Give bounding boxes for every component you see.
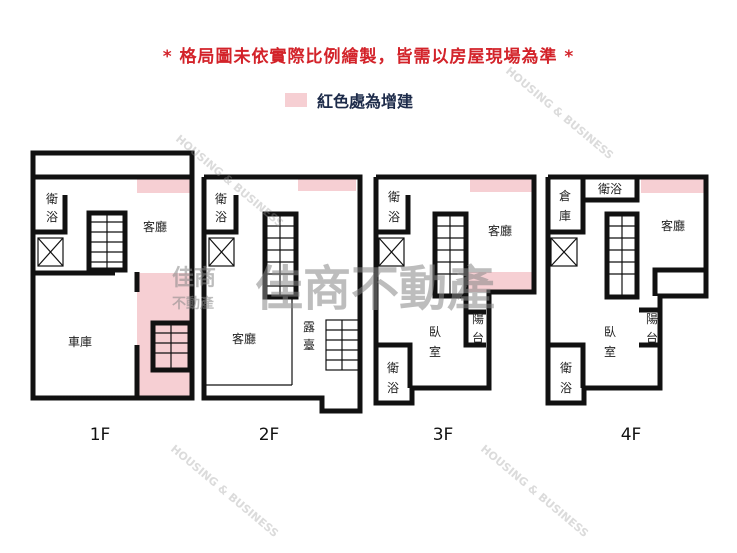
room-label-living: 客廳 (488, 223, 512, 238)
legend: 紅色處為增建 (285, 88, 413, 112)
floor-plan-3f: 衛 浴 客廳 臥 室 陽 台 衛 浴 3F (373, 174, 537, 445)
room-label-garage: 車庫 (68, 335, 92, 349)
room-label: 台 (646, 330, 658, 345)
room-label: 台 (472, 330, 484, 345)
room-label-living: 客廳 (143, 219, 167, 234)
legend-swatch-addition (285, 93, 307, 107)
watermark-logo-bottom: 不動產 (172, 295, 214, 312)
room-label: 衛 (215, 192, 227, 206)
floor-label-3f: 3F (433, 425, 454, 445)
room-label: 臺 (303, 337, 315, 352)
room-label: 陽 (646, 312, 658, 326)
room-label: 室 (604, 344, 616, 359)
room-label: 露 (303, 320, 315, 334)
watermark-brand: 佳商不動產 (255, 261, 495, 317)
room-label: 衛 (46, 192, 58, 206)
room-label: 臥 (429, 325, 441, 339)
disclaimer-notice: * 格局圖未依實際比例繪製，皆需以房屋現場為準 * (162, 47, 575, 67)
watermark-english-4: HOUSING & BUSINESS (478, 442, 591, 540)
room-label: 衛 (387, 361, 399, 375)
room-label: 浴 (215, 210, 227, 224)
watermark-english-2: HOUSING & BUSINESS (503, 64, 616, 162)
addition-areas (137, 179, 705, 397)
room-label: 衛 (388, 190, 400, 204)
room-label: 庫 (559, 209, 571, 223)
room-label: 衛 (560, 361, 572, 375)
room-label: 衛浴 (598, 182, 622, 196)
room-label: 浴 (387, 381, 399, 395)
watermark-english-3: HOUSING & BUSINESS (168, 442, 281, 540)
room-label: 浴 (388, 210, 400, 224)
watermark-logo-top: 佳商 (172, 265, 216, 291)
floor-plan-2f: 衛 浴 客廳 露 臺 2F (201, 174, 363, 445)
room-label: 陽 (472, 312, 484, 326)
room-label: 浴 (46, 210, 58, 224)
floor-label-1f: 1F (90, 425, 111, 445)
floor-label-2f: 2F (259, 425, 280, 445)
floor-label-4f: 4F (621, 425, 642, 445)
room-label: 室 (429, 344, 441, 359)
room-label: 浴 (560, 381, 572, 395)
room-label-living: 客廳 (232, 331, 256, 346)
legend-label: 紅色處為增建 (317, 92, 414, 111)
room-label: 臥 (604, 325, 616, 339)
floor-plan-4f: 倉 庫 衛浴 客廳 臥 室 陽 台 衛 浴 4F (545, 174, 709, 445)
room-label-living: 客廳 (661, 218, 685, 233)
room-label: 倉 (559, 188, 571, 203)
floor-plan-1f: 衛 浴 客廳 車庫 1F (30, 150, 195, 445)
